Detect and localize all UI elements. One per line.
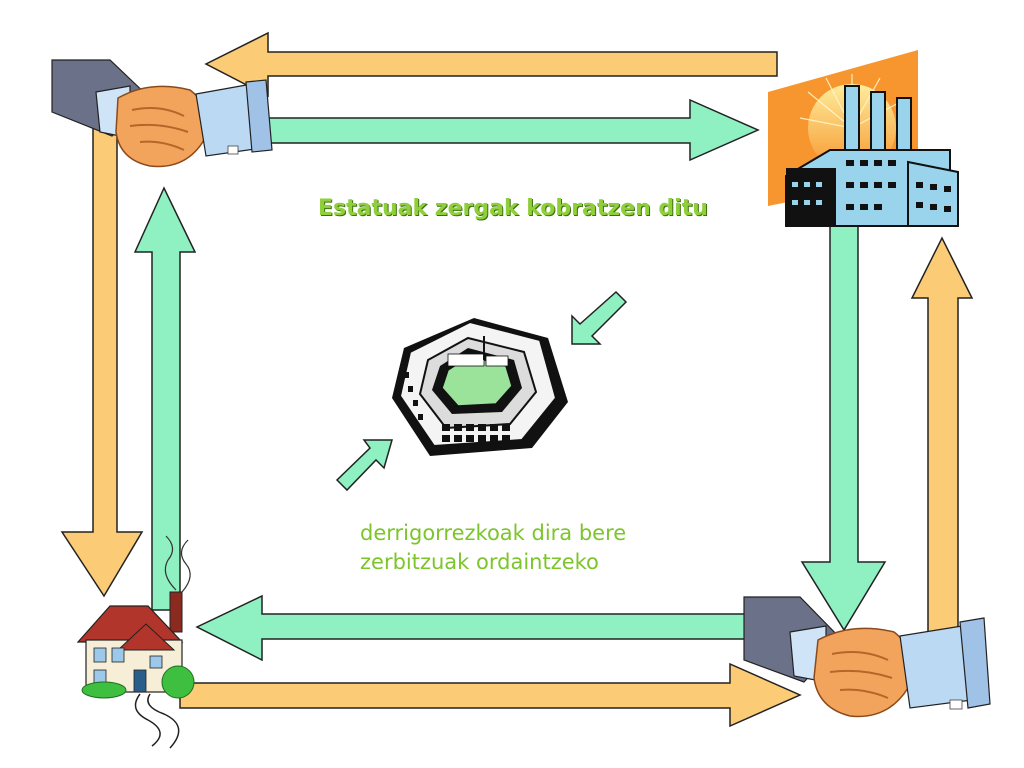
diagram-title: Estatuak zergak kobratzen ditu (318, 196, 708, 221)
arrow-bottom-right-orange (179, 662, 802, 728)
caption-text: derrigorrezkoak dira bere zerbitzuak ord… (360, 519, 720, 577)
handshake-icon (743, 596, 991, 718)
government-building-icon (392, 318, 568, 456)
arrow-left-down-orange (60, 119, 144, 598)
arrow-bottom-left-green (195, 594, 749, 662)
house-icon (76, 535, 195, 749)
handshake-icon (51, 59, 273, 168)
arrow-right-up-orange (910, 236, 974, 641)
arrow-top-left-orange (204, 31, 778, 98)
caption-line-1: derrigorrezkoak dira bere (360, 521, 627, 545)
arrow-right-down-green (800, 214, 887, 632)
caption-line-2: zerbitzuak ordaintzeko (360, 550, 599, 574)
arrow-diagonal-lower-green (335, 439, 393, 492)
arrow-diagonal-upper-green (571, 290, 628, 345)
arrow-left-up-green (133, 186, 197, 611)
factory-icon (768, 50, 959, 227)
arrow-top-right-green (254, 98, 760, 162)
